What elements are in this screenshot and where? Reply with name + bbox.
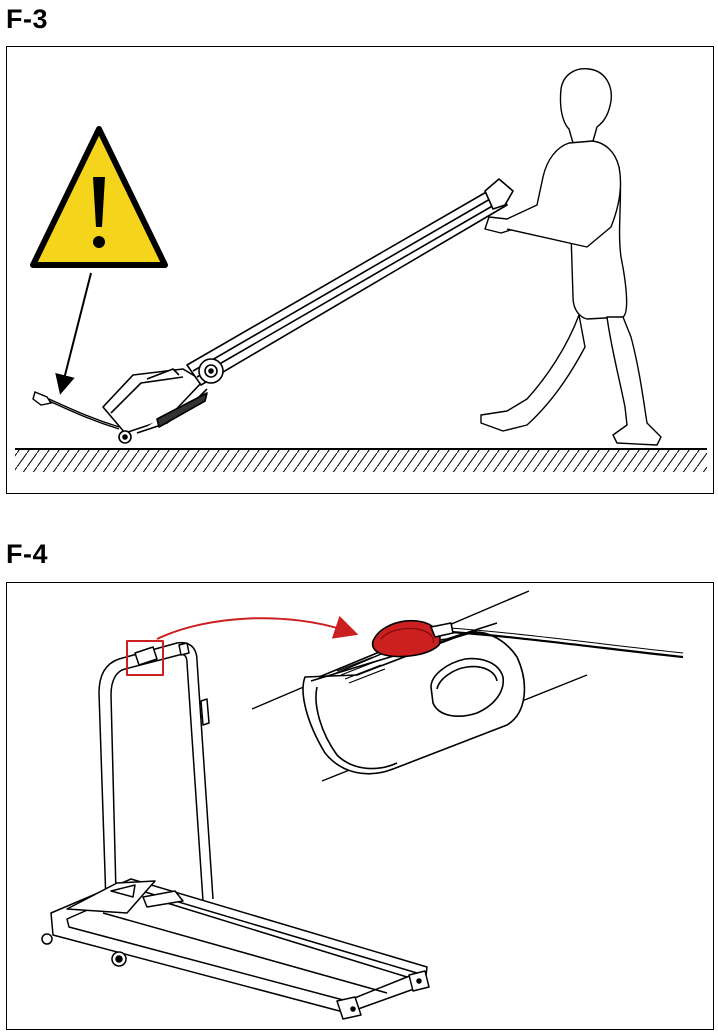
clip-highlight-box <box>126 640 164 676</box>
f4-illustration <box>41 590 684 1020</box>
figure-label-f4: F-4 <box>6 539 48 569</box>
figure-label-f3: F-3 <box>6 4 48 34</box>
clip-detail-enlarged <box>251 590 684 782</box>
figure-panel-f3 <box>6 46 714 494</box>
treadmill-upright <box>41 640 430 1020</box>
treadmill-tilted <box>102 178 514 444</box>
ground-hatching <box>15 448 707 472</box>
person-figure <box>480 68 662 446</box>
red-arrow-icon <box>156 615 359 640</box>
power-cord <box>32 391 120 430</box>
figure-panel-f4 <box>6 582 714 1030</box>
arrow-icon <box>55 272 92 395</box>
warning-triangle-icon <box>30 126 168 268</box>
f3-illustration <box>15 68 707 472</box>
